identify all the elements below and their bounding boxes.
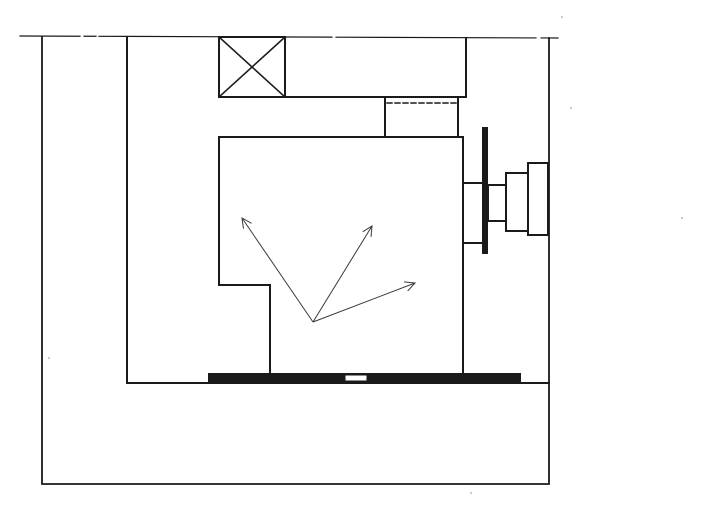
top-rectangle: [284, 37, 467, 98]
ray-arrow-right: [312, 283, 415, 323]
ray-arrow-up: [312, 226, 372, 323]
main-chamber: [218, 136, 464, 375]
dashed-connector: [384, 96, 459, 138]
ray-arrow-left: [242, 218, 314, 323]
right-fitting: [487, 162, 549, 236]
top-edge-line: [19, 35, 559, 39]
crossed-box: [217, 35, 287, 99]
bottom-base-bar: [208, 373, 521, 383]
outer-frame: [41, 36, 550, 485]
side-stub: [462, 182, 484, 244]
scan-specks: [48, 16, 683, 494]
ray-arrows: [242, 218, 415, 323]
